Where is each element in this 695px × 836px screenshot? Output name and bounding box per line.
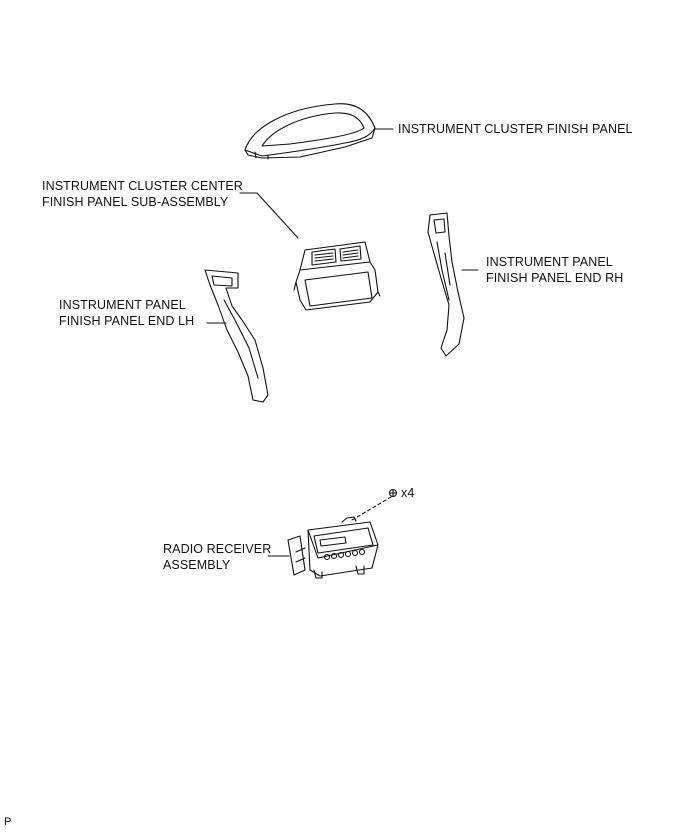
radio-label: RADIO RECEIVER ASSEMBLY [163,541,271,573]
cluster-center-panel-part [293,241,381,311]
end-lh-part [204,269,269,403]
end-rh-label-line2: FINISH PANEL END RH [486,271,624,285]
cluster-center-panel-leader [239,192,299,239]
end-rh-label: INSTRUMENT PANEL FINISH PANEL END RH [486,254,623,286]
end-rh-part [427,212,465,357]
radio-label-line1: RADIO RECEIVER [163,542,272,556]
cluster-finish-panel-label: INSTRUMENT CLUSTER FINISH PANEL [398,122,633,136]
cluster-finish-panel-part [244,103,376,160]
radio-receiver-part [287,516,379,579]
cluster-center-panel-label-line2: FINISH PANEL SUB-ASSEMBLY [42,195,229,209]
end-lh-label-line1: INSTRUMENT PANEL [59,298,186,312]
end-lh-label: INSTRUMENT PANEL FINISH PANEL END LH [59,297,194,329]
footer-code: P [4,816,12,828]
cluster-center-panel-label-line1: INSTRUMENT CLUSTER CENTER [42,179,243,193]
cluster-center-panel-label: INSTRUMENT CLUSTER CENTER FINISH PANEL S… [42,178,243,210]
end-lh-label-line2: FINISH PANEL END LH [59,314,195,328]
radio-label-line2: ASSEMBLY [163,558,231,572]
screw-qty-label: x4 [401,486,415,500]
screw-dashed-leader [351,496,392,521]
end-rh-label-line1: INSTRUMENT PANEL [486,255,613,269]
screw-part [351,488,398,521]
